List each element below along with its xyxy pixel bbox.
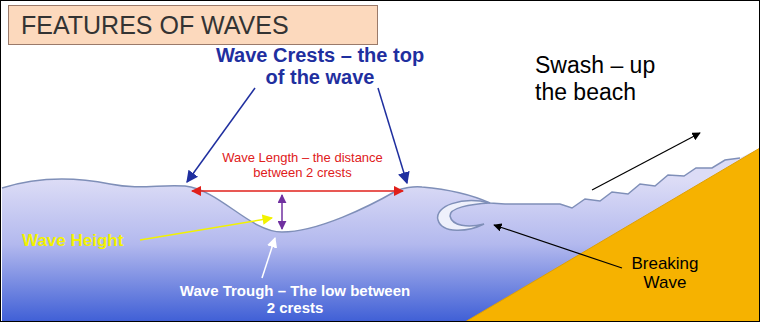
- wavelength-label: Wave Length – the distance between 2 cre…: [210, 150, 395, 180]
- trough-pointer: [262, 238, 275, 278]
- beach: [465, 148, 760, 322]
- wave-height-pointer: [140, 218, 272, 240]
- crest-arrow: [378, 88, 407, 183]
- sea-water: [2, 148, 760, 322]
- breaking-wave-label: Breaking Wave: [620, 254, 710, 292]
- swash-label: Swash – up the beach: [535, 52, 670, 106]
- breaking-wave-curl: [438, 201, 490, 231]
- crest-arrow: [187, 88, 255, 182]
- title-box: FEATURES OF WAVES: [8, 5, 378, 45]
- wavelength-arrow: [192, 190, 403, 192]
- wave-height-label: Wave Height: [22, 231, 162, 251]
- breaking-wave-pointer: [494, 225, 622, 268]
- trough-label: Wave Trough – The low between 2 crests: [176, 282, 414, 316]
- swash-arrow: [592, 133, 700, 190]
- wave-height-arrow: [281, 195, 283, 229]
- wave-surface: [2, 158, 740, 232]
- crest-label: Wave Crests – the top of the wave: [210, 44, 430, 88]
